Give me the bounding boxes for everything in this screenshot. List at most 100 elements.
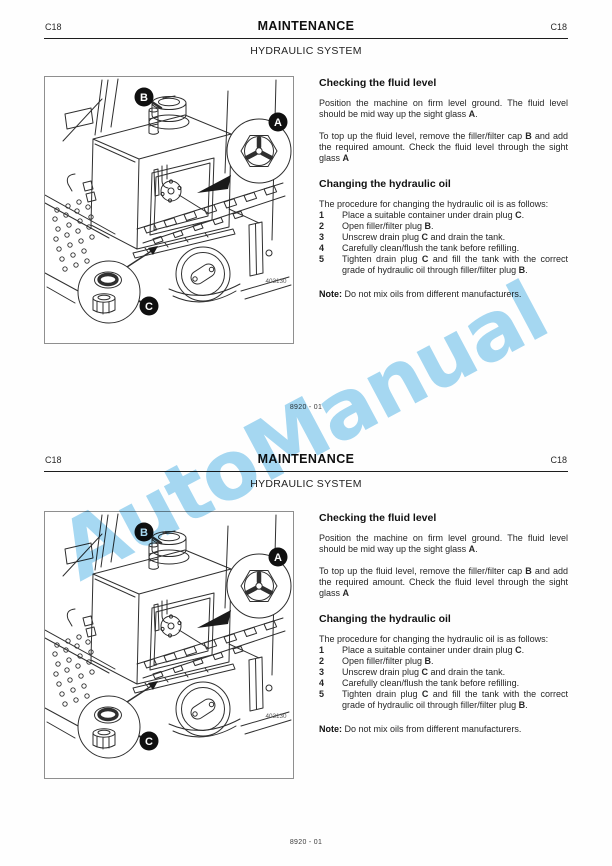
step-number: 5 [319,254,325,264]
step-segment: Place a suitable container under drain p… [342,645,516,655]
callout-ref: C [515,645,522,655]
header-code-right: C18 [550,22,567,32]
procedure-steps: 1 Place a suitable container under drain… [319,645,568,711]
step-segment: and fill the tank with the correct grade… [342,254,569,275]
step-segment: and drain the tank. [428,667,506,677]
step-text: Open filler/filter plug B. [342,656,568,667]
hydraulic-tank-illustration: B A C 403130 [45,512,293,778]
callout-ref: A [468,544,476,554]
step-segment: Unscrew drain plug [342,667,422,677]
text-column: Checking the fluid level Position the ma… [319,77,568,300]
hydraulic-tank-illustration: B A C 403130 [45,77,293,343]
callout-ref: B [518,265,526,275]
paragraph-segment: . [475,109,478,119]
callout-a-label: A [274,552,282,564]
step-segment: Carefully clean/flush the tank before re… [342,678,520,688]
procedure-step: 3 Unscrew drain plug C and drain the tan… [319,232,568,243]
step-segment: Place a suitable container under drain p… [342,210,516,220]
note-text: Do not mix oils from different manufactu… [342,724,522,734]
procedure-step: 3 Unscrew drain plug C and drain the tan… [319,667,568,678]
page-footer: 8920 - 01 [289,404,323,411]
step-text: Place a suitable container under drain p… [342,645,568,656]
header-code-left: C18 [45,455,62,465]
step-segment: . [431,221,434,231]
heading-changing-oil: Changing the hydraulic oil [319,613,451,625]
note-text: Do not mix oils from different manufactu… [342,289,522,299]
procedure-step: 2 Open filler/filter plug B. [319,656,568,667]
paragraph-fluid-level: Position the machine on firm level groun… [319,98,568,120]
step-segment: Carefully clean/flush the tank before re… [342,243,520,253]
note: Note: Do not mix oils from different man… [319,724,568,735]
step-number: 1 [319,210,325,220]
figure-frame: B A C 403130 [44,76,294,344]
procedure-step: 1 Place a suitable container under drain… [319,210,568,221]
step-text: Carefully clean/flush the tank before re… [342,678,568,689]
page-title: MAINTENANCE [257,19,355,33]
step-segment: . [525,700,528,710]
header-rule [44,471,568,472]
paragraph-top-up: To top up the fluid level, remove the fi… [319,131,568,164]
procedure-steps: 1 Place a suitable container under drain… [319,210,568,276]
step-text: Carefully clean/flush the tank before re… [342,243,568,254]
step-number: 4 [319,243,325,253]
step-segment: Tighten drain plug [342,689,422,699]
procedure-step: 4 Carefully clean/flush the tank before … [319,243,568,254]
page-footer: 8920 - 01 [289,839,323,846]
note-label: Note: [319,724,342,734]
heading-checking-fluid-level: Checking the fluid level [319,77,437,89]
procedure-step: 1 Place a suitable container under drain… [319,645,568,656]
callout-ref: C [515,210,522,220]
figure-number: 403130 [265,278,287,285]
page-2: C18 MAINTENANCE C18 HYDRAULIC SYSTEM B A… [0,433,612,866]
paragraph-segment: To top up the fluid level, remove the fi… [319,566,526,576]
callout-ref: B [518,700,526,710]
callout-b-label: B [140,92,148,104]
text-column: Checking the fluid level Position the ma… [319,512,568,735]
paragraph-segment: and add the required amount. Check the f… [319,131,568,163]
callout-ref: B [525,566,532,576]
callout-ref: C [421,232,429,242]
step-segment: . [521,210,525,220]
step-segment: Open filler/filter plug [342,656,425,666]
note: Note: Do not mix oils from different man… [319,289,568,300]
step-number: 2 [319,656,325,666]
step-number: 3 [319,232,325,242]
page-header: C18 MAINTENANCE C18 [44,19,568,33]
callout-c-label: C [145,301,153,313]
step-text: Unscrew drain plug C and drain the tank. [342,667,568,678]
step-text: Unscrew drain plug C and drain the tank. [342,232,568,243]
step-text: Tighten drain plug C and fill the tank w… [342,689,568,711]
paragraph-top-up: To top up the fluid level, remove the fi… [319,566,568,599]
step-number: 4 [319,678,325,688]
paragraph-segment: To top up the fluid level, remove the fi… [319,131,526,141]
callout-ref: C [421,667,429,677]
header-rule [44,38,568,39]
header-code-right: C18 [550,455,567,465]
procedure-step: 5 Tighten drain plug C and fill the tank… [319,254,568,276]
step-segment: . [431,656,434,666]
header-code-left: C18 [45,22,62,32]
callout-ref: A [468,109,476,119]
paragraph-segment: . [475,544,478,554]
callout-c-label: C [145,736,153,748]
step-segment: Tighten drain plug [342,254,422,264]
step-segment: Open filler/filter plug [342,221,425,231]
callout-ref: A [342,153,350,163]
step-segment: and drain the tank. [428,232,506,242]
figure-number: 403130 [265,713,287,720]
step-number: 3 [319,667,325,677]
step-text: Place a suitable container under drain p… [342,210,568,221]
step-number: 2 [319,221,325,231]
heading-checking-fluid-level: Checking the fluid level [319,512,437,524]
callout-ref: B [525,131,532,141]
note-label: Note: [319,289,342,299]
step-text: Open filler/filter plug B. [342,221,568,232]
step-number: 1 [319,645,325,655]
paragraph-segment: and add the required amount. Check the f… [319,566,568,598]
paragraph-segment: Position the machine on firm level groun… [319,98,568,119]
callout-b-label: B [140,527,148,539]
callout-ref: B [424,221,432,231]
callout-ref: B [424,656,432,666]
step-segment: Unscrew drain plug [342,232,422,242]
